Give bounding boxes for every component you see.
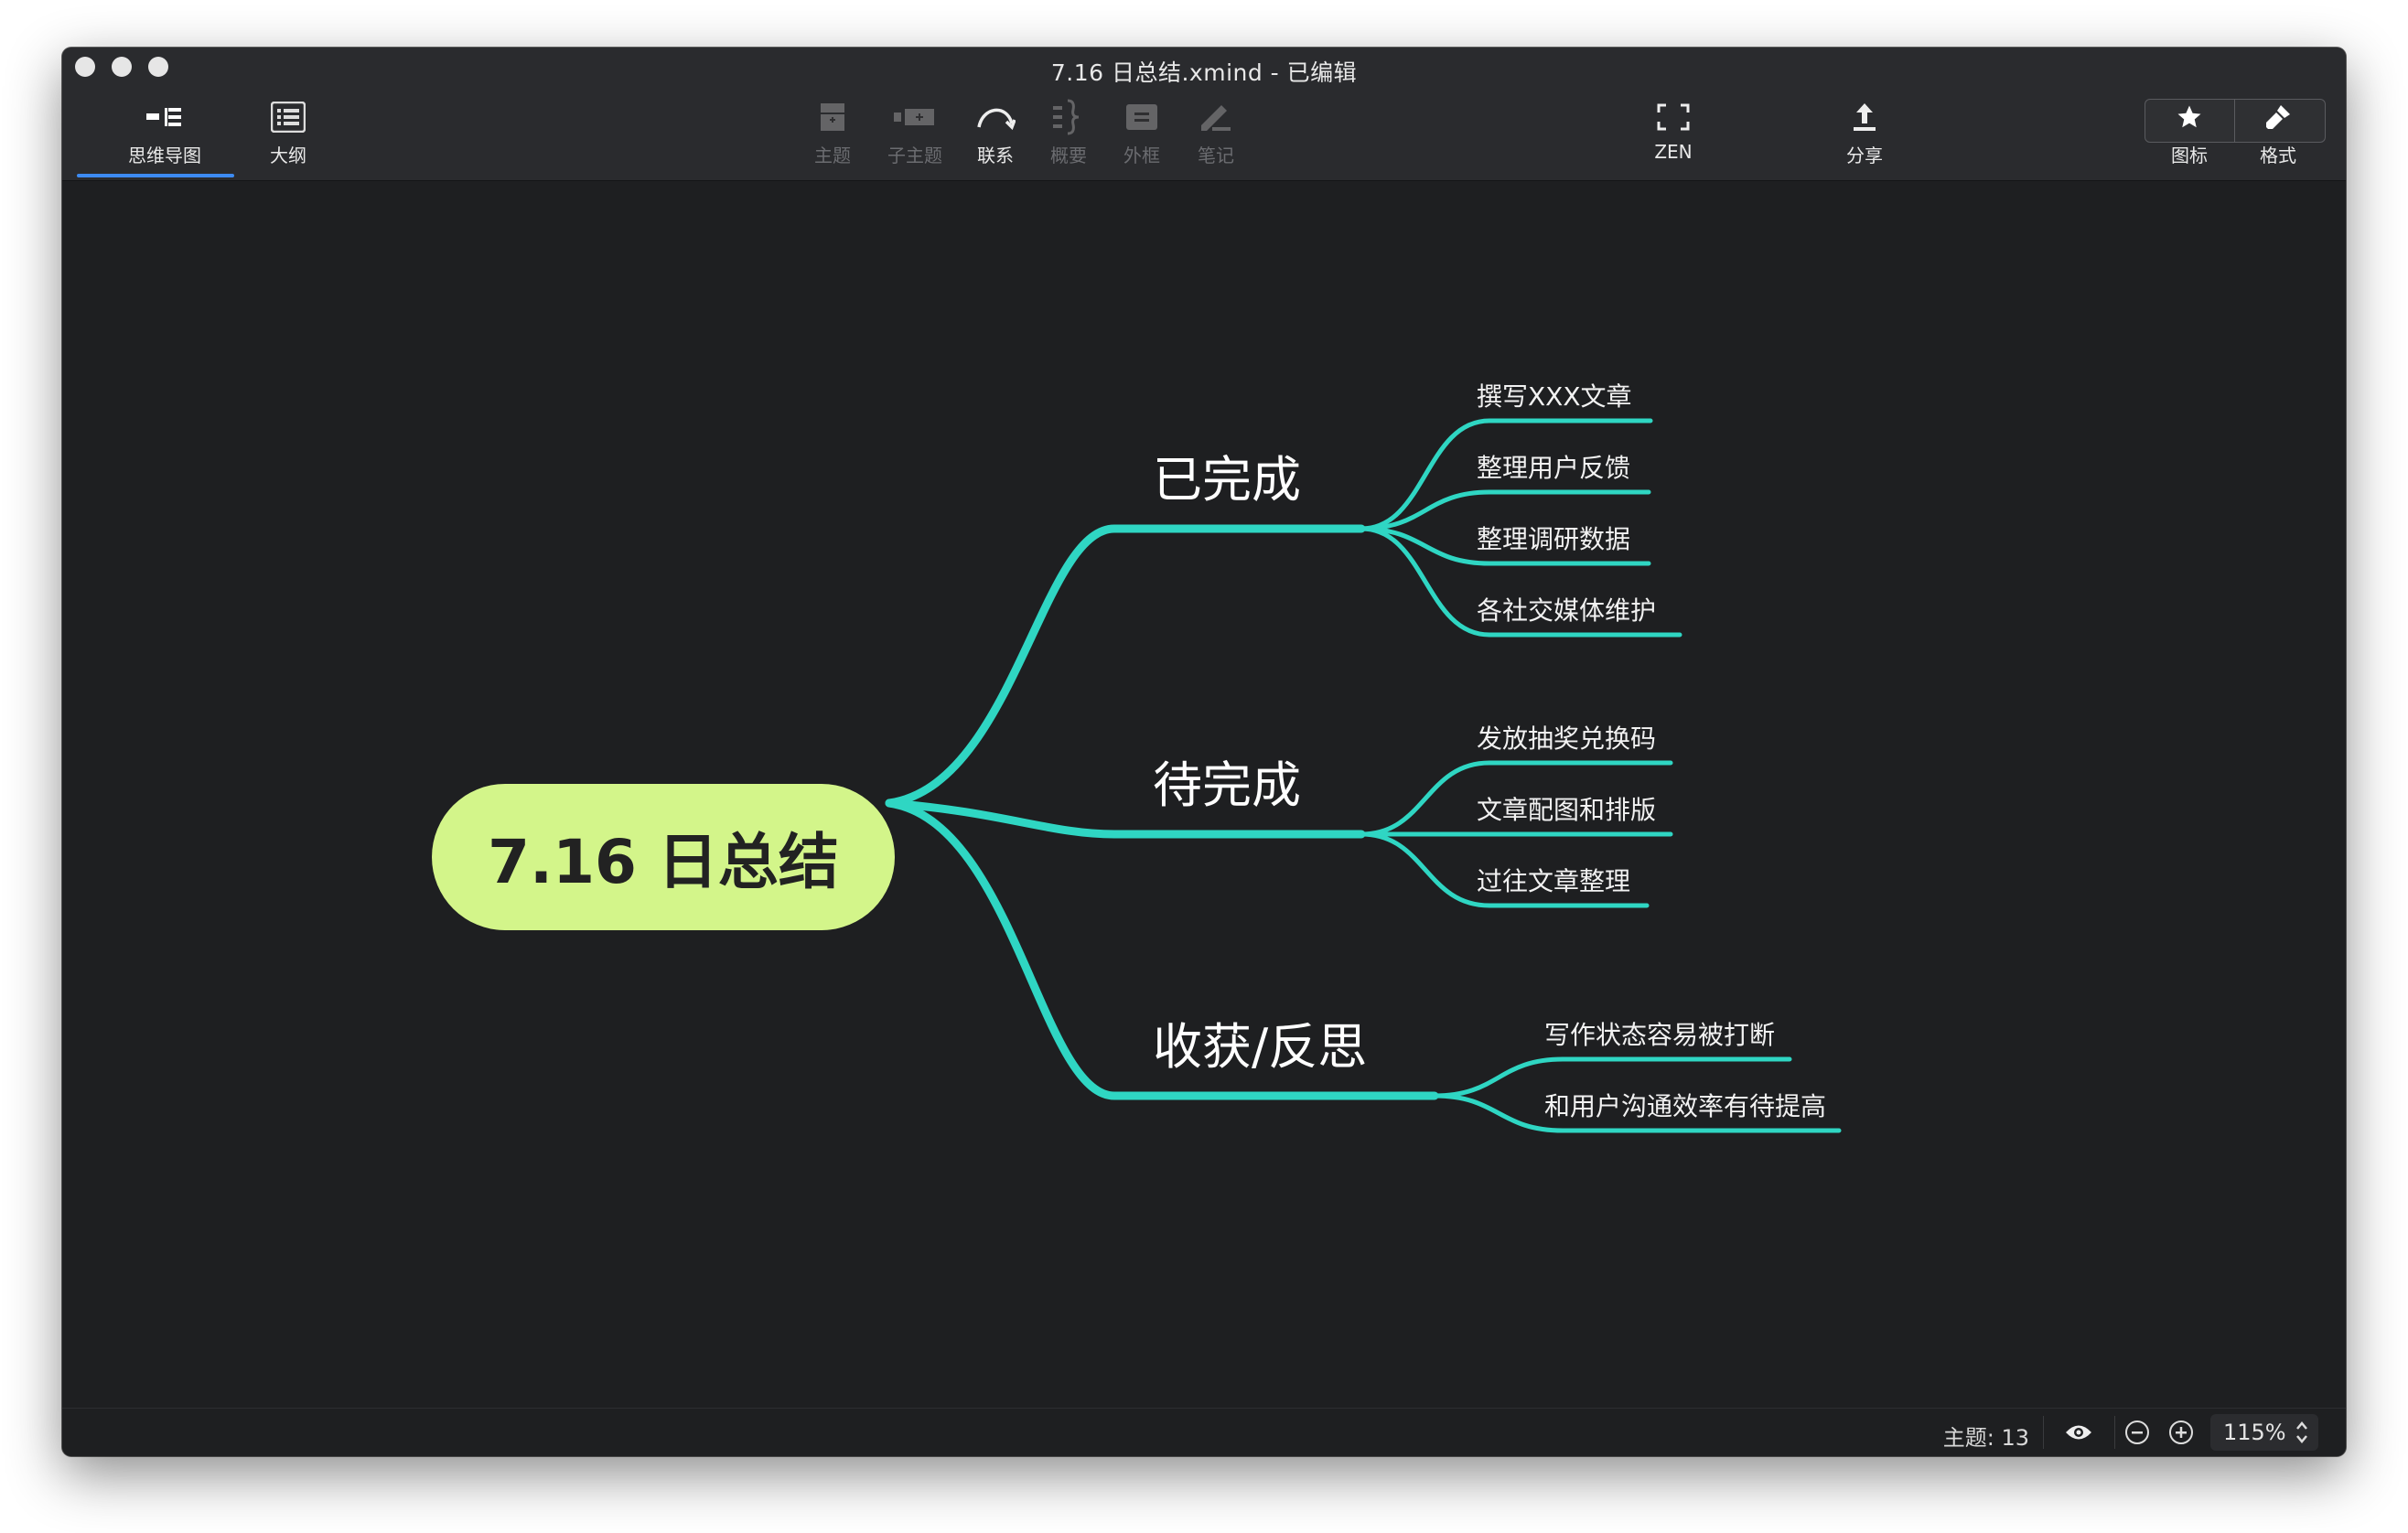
subtopic-icon	[874, 99, 956, 135]
connector-sub-2-3	[1359, 831, 1650, 908]
topic-count: 主题: 13	[1942, 1425, 2029, 1451]
zen-label: ZEN	[1654, 141, 1693, 163]
tab-mindmap[interactable]: 思维导图	[114, 99, 215, 167]
close-button[interactable]	[75, 57, 95, 77]
subtopic-item[interactable]: 写作状态容易被打断	[1544, 1020, 1776, 1050]
summary-icon	[1027, 99, 1110, 135]
zoom-level-select[interactable]: 115%	[2210, 1414, 2318, 1451]
eye-icon[interactable]	[2064, 1418, 2093, 1447]
insert-subtopic-button[interactable]: 子主题	[874, 99, 956, 167]
branch-topic-reflection[interactable]: 收获/反思	[1153, 1018, 1368, 1076]
relationship-icon	[954, 99, 1037, 135]
status-divider	[2114, 1416, 2115, 1449]
format-panel-label: 格式	[2260, 145, 2296, 166]
branch-connectors	[885, 418, 1842, 1133]
insert-topic-button[interactable]: 主题	[791, 99, 874, 167]
chevron-updown-icon	[2295, 1420, 2309, 1451]
note-button[interactable]: 笔记	[1175, 99, 1257, 167]
share-icon	[1823, 99, 1906, 135]
central-topic[interactable]: 7.16 日总结	[432, 784, 895, 930]
status-divider	[2043, 1416, 2044, 1449]
outline-view-icon	[247, 99, 329, 135]
connector-sub-2-1	[1359, 760, 1673, 837]
subtopic-item[interactable]: 过往文章整理	[1477, 866, 1631, 896]
subtopic-item[interactable]: 和用户沟通效率有待提高	[1544, 1091, 1827, 1121]
window-title: 7.16 日总结.xmind - 已编辑	[1050, 59, 1358, 86]
mindmap-view-icon	[114, 99, 215, 135]
status-bar: 主题: 13 115%	[62, 1408, 2346, 1456]
mindmap-canvas[interactable]: 7.16 日总结 已完成 待完成 收获/反思 撰写XXX文章 整理用户反馈 整理…	[62, 181, 2346, 1456]
zoom-in-icon[interactable]	[2166, 1418, 2196, 1447]
topic-icon	[791, 99, 874, 135]
app-window: 7.16 日总结.xmind - 已编辑 思维导图 大纲 主题	[62, 48, 2346, 1456]
boundary-label: 外框	[1123, 145, 1160, 166]
branch-topic-done[interactable]: 已完成	[1153, 451, 1301, 509]
zen-icon	[1632, 99, 1715, 135]
connector-branch-3	[885, 799, 1439, 1100]
star-icon	[2148, 99, 2231, 135]
note-label: 笔记	[1198, 145, 1234, 166]
connector-sub-3-2	[1432, 1093, 1842, 1133]
connector-branch-1	[885, 524, 1366, 808]
summary-label: 概要	[1050, 145, 1087, 166]
subtopic-item[interactable]: 撰写XXX文章	[1477, 381, 1632, 412]
insert-subtopic-label: 子主题	[887, 145, 942, 166]
boundary-button[interactable]: 外框	[1101, 99, 1183, 167]
minimize-button[interactable]	[112, 57, 132, 77]
tab-mindmap-label: 思维导图	[128, 145, 201, 166]
insert-topic-label: 主题	[814, 145, 851, 166]
connector-sub-1-3	[1359, 526, 1651, 566]
relationship-button[interactable]: 联系	[954, 99, 1037, 167]
icon-panel-button[interactable]: 图标	[2148, 99, 2231, 167]
summary-button[interactable]: 概要	[1027, 99, 1110, 167]
subtopic-item[interactable]: 发放抽奖兑换码	[1477, 724, 1657, 754]
zen-button[interactable]: ZEN	[1632, 99, 1715, 163]
window-controls	[75, 57, 168, 77]
subtopic-item[interactable]: 文章配图和排版	[1477, 795, 1657, 825]
format-panel-button[interactable]: 格式	[2237, 99, 2319, 167]
tab-outline[interactable]: 大纲	[247, 99, 329, 167]
active-tab-indicator	[77, 174, 234, 177]
zoom-out-icon[interactable]	[2123, 1418, 2152, 1447]
zoom-level-value: 115%	[2223, 1420, 2286, 1445]
title-toolbar: 7.16 日总结.xmind - 已编辑 思维导图 大纲 主题	[62, 48, 2346, 181]
connector-sub-1-2	[1359, 489, 1651, 531]
share-label: 分享	[1846, 145, 1883, 166]
brush-icon	[2237, 99, 2319, 135]
boundary-icon	[1101, 99, 1183, 135]
connector-sub-1-4	[1359, 526, 1682, 638]
connector-branch-2	[885, 799, 1366, 839]
connector-sub-1-1	[1359, 418, 1653, 531]
branch-topic-todo[interactable]: 待完成	[1153, 756, 1301, 814]
zoom-button[interactable]	[148, 57, 168, 77]
share-button[interactable]: 分享	[1823, 99, 1906, 167]
subtopic-item[interactable]: 整理调研数据	[1477, 524, 1631, 554]
relationship-label: 联系	[977, 145, 1014, 166]
panel-toggle-group	[2145, 99, 2326, 143]
note-icon	[1175, 99, 1257, 135]
connector-sub-3-1	[1432, 1056, 1792, 1099]
subtopic-item[interactable]: 各社交媒体维护	[1477, 595, 1657, 626]
subtopic-item[interactable]: 整理用户反馈	[1477, 453, 1631, 483]
icon-panel-label: 图标	[2171, 145, 2208, 166]
segment-divider	[2234, 100, 2235, 142]
tab-outline-label: 大纲	[270, 145, 306, 166]
